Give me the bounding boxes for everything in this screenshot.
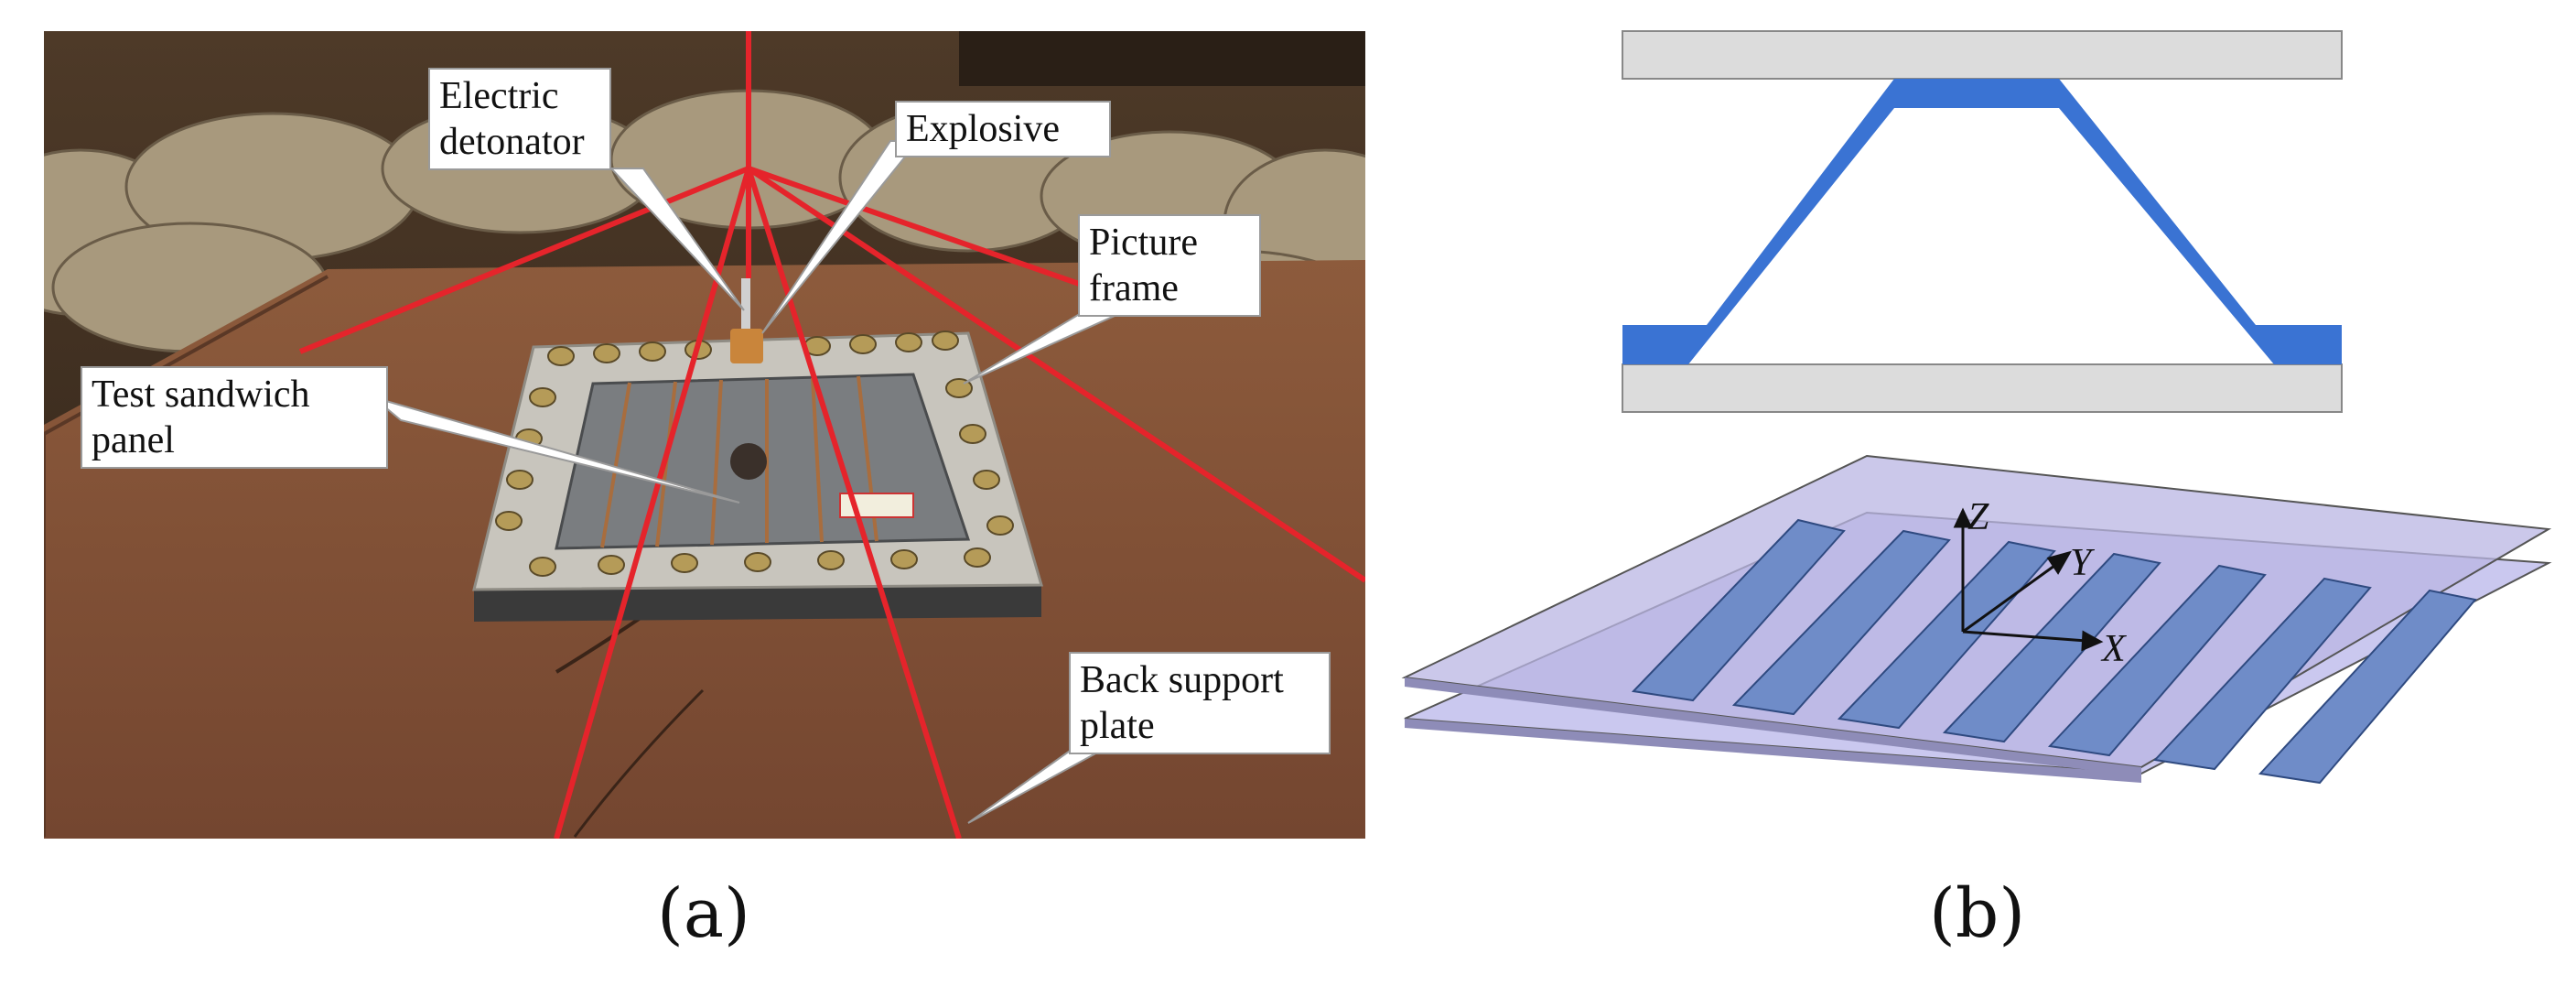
axis-label-z: Z	[1967, 496, 1989, 538]
floor-crack-2	[573, 688, 705, 838]
axis-label-x: X	[2100, 628, 2128, 670]
dark-bar	[959, 31, 1365, 86]
label-test-sandwich-panel: Test sandwich panel	[81, 366, 388, 469]
corrugation-ridges	[1631, 518, 2477, 785]
caption-a: (a)	[657, 874, 750, 953]
label-picture-frame: Picture frame	[1078, 214, 1261, 317]
label-electric-detonator: Electric detonator	[428, 68, 611, 170]
label-line: panel	[92, 419, 175, 461]
explosive-cylinder	[730, 329, 763, 363]
electric-detonator	[741, 278, 750, 333]
coordinate-axes	[1953, 507, 2104, 652]
caption-b: (b)	[1929, 874, 2026, 953]
label-line: Test sandwich	[92, 374, 310, 416]
top-plate-3d-edge	[1405, 677, 2141, 776]
bottom-plate-3d-edge	[1405, 719, 2141, 783]
label-line: Back support	[1080, 659, 1284, 701]
top-face-sheet	[1622, 30, 2343, 80]
corrugated-core-profile	[1622, 79, 2342, 364]
axis-label-y: Y	[2070, 542, 2096, 584]
label-line: Explosive	[906, 108, 1060, 150]
label-line: Electric	[439, 75, 559, 117]
label-back-support-plate: Back support plate	[1069, 652, 1331, 754]
sandwich-panel-diagram: Z Y X	[1401, 30, 2552, 785]
label-line: frame	[1089, 267, 1179, 309]
label-line: Picture	[1089, 222, 1198, 264]
label-line: detonator	[439, 121, 585, 163]
explosive-charge	[730, 443, 767, 480]
label-explosive: Explosive	[895, 101, 1111, 157]
label-line: plate	[1080, 705, 1155, 747]
bottom-face-sheet	[1622, 363, 2343, 413]
picture-frame-side	[474, 585, 1041, 622]
plate-edge	[44, 275, 329, 837]
